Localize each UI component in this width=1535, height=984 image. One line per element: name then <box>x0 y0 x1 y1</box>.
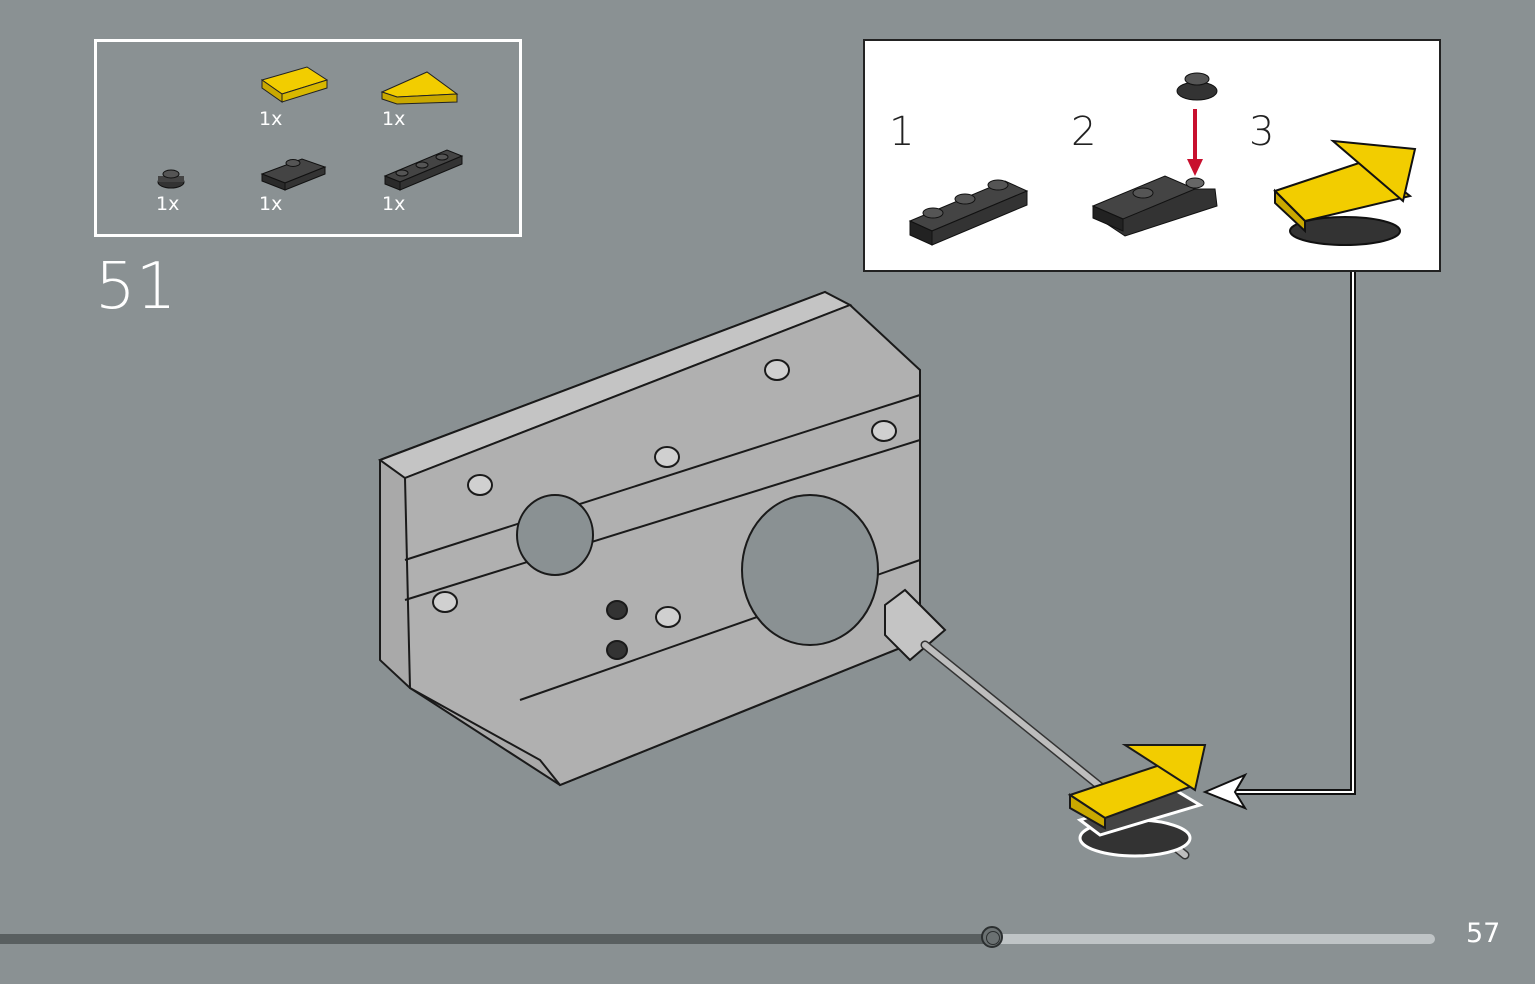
callout-images <box>908 72 1417 246</box>
substep-number: 1 <box>889 109 915 155</box>
substep-number: 2 <box>1071 109 1097 155</box>
sub-assembly-callout: 1 2 3 <box>863 39 1441 272</box>
parts-images <box>157 66 464 191</box>
callout-arrow-icon <box>1202 772 1248 811</box>
jumper-on-plate-icon <box>1091 175 1218 237</box>
yellow-wedge-icon <box>380 71 459 105</box>
part-qty: 1x <box>382 193 406 215</box>
plate-1x3-icon <box>908 179 1029 246</box>
parts-list-box: 1x 1x 1x 1x 1x <box>94 39 522 237</box>
round-plate-icon <box>157 169 185 189</box>
yellow-assembly <box>1067 744 1207 858</box>
progress-slider-handle[interactable] <box>981 926 1004 948</box>
wall-model <box>377 290 947 787</box>
plate-1x3-icon <box>383 149 464 191</box>
jumper-plate-icon <box>260 158 327 191</box>
page-number: 57 <box>1466 918 1501 949</box>
step-number: 51 <box>95 250 177 324</box>
progress-track[interactable] <box>0 934 1435 944</box>
part-qty: 1x <box>382 108 406 130</box>
callout-connector <box>1215 268 1356 795</box>
part-qty: 1x <box>259 193 283 215</box>
yellow-assembly-icon <box>1273 139 1417 246</box>
yellow-tile-icon <box>260 66 329 103</box>
progress-fill <box>0 934 991 944</box>
round-plate-icon <box>1176 72 1218 101</box>
part-qty: 1x <box>259 108 283 130</box>
part-qty: 1x <box>156 193 180 215</box>
substep-number: 3 <box>1249 109 1275 155</box>
